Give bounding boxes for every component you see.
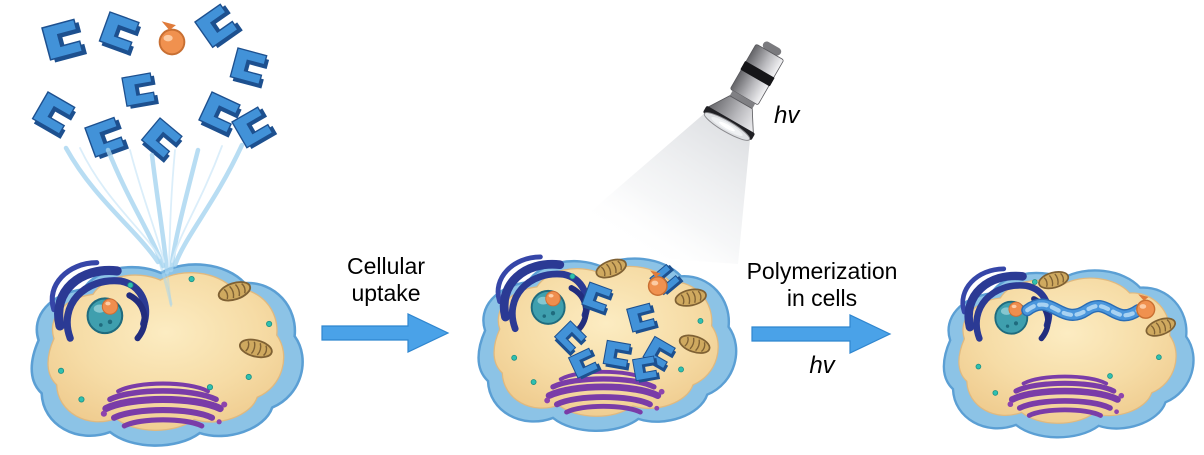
vesicle-dot [975,363,982,370]
uptake-label: Cellular uptake [322,253,450,307]
light-beam [546,112,750,264]
cell-with-polymer [944,269,1194,438]
monomer-icon [30,91,79,140]
monomer-icon [194,1,244,51]
vesicle-dot [1107,373,1113,379]
polymerization-hv-label: hv [809,352,835,379]
vesicle-dot [678,366,684,373]
vesicle-dot [1031,279,1038,285]
monomer-icon [41,17,88,65]
photoinitiator-icon [158,20,186,56]
vesicle-dot [245,373,252,381]
monomer-icon [138,117,186,164]
vesicle-dot [78,396,85,403]
monomer-cloud [30,1,278,164]
vesicle-dot [188,275,195,283]
vesicle-dot [697,318,704,324]
polymerization-arrow-icon [751,314,892,354]
vesicle-dot [992,390,999,396]
polymerization-label-line1: Polymerization [746,258,898,284]
vesicle-dot [206,384,214,391]
polymerization-label: Polymerization in cells [733,258,911,312]
uptake-streams [63,142,245,307]
vesicle-dot [266,320,273,327]
vesicle-dot [127,282,134,289]
cell-with-monomers [479,256,737,431]
uptake-label-line1: Cellular [347,253,425,279]
vesicle-dot [569,273,576,280]
cell-body [944,270,1194,437]
vesicle-dot [530,379,537,385]
monomer-icon [196,91,244,139]
flashlight-icon [703,41,784,141]
monomer-icon [228,47,271,90]
vesicle-dot [511,354,518,361]
lamp-hv-label: hv [774,102,800,129]
polymerization-label-line2: in cells [786,285,858,312]
uptake-arrow-icon [321,313,450,353]
uptake-label-line2: uptake [351,280,421,307]
monomer-icon [84,115,130,161]
vesicle-dot [57,367,65,374]
monomer-icon [121,71,160,111]
monomer-icon [97,11,143,57]
vesicle-dot [1156,354,1162,361]
polymer-chain [1021,298,1145,322]
